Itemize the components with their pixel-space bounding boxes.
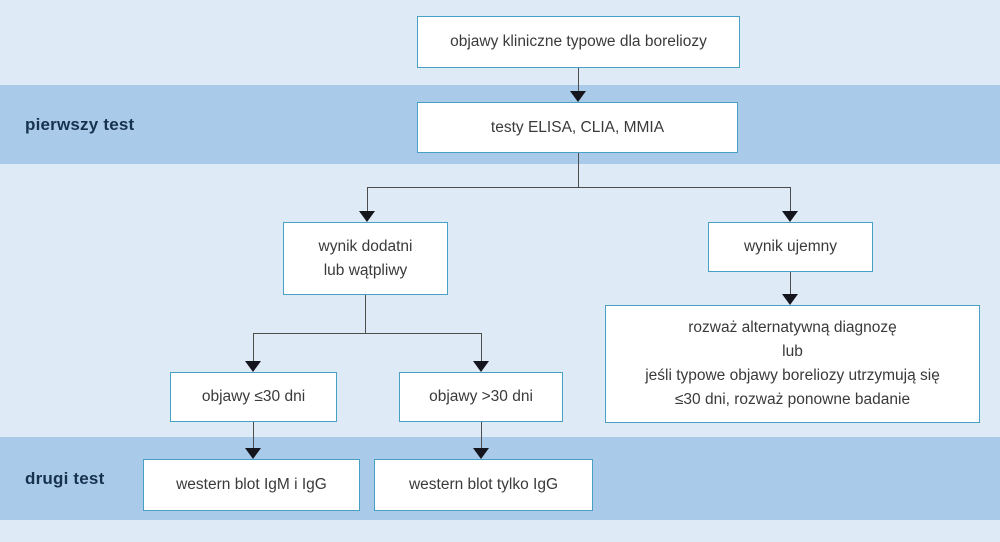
connector-to-gt30 (481, 333, 482, 362)
connector-clinical-to-elisa (578, 68, 579, 93)
node-clinical-symptoms: objawy kliniczne typowe dla boreliozy (417, 16, 740, 68)
node-result-negative: wynik ujemny (708, 222, 873, 272)
connector-positive-branch (253, 333, 482, 334)
connector-negative-stem (790, 272, 791, 295)
connector-to-positive (367, 187, 368, 212)
connector-to-negative (790, 187, 791, 212)
node-first-test-elisa: testy ELISA, CLIA, MMIA (417, 102, 738, 153)
connector-le30-stem (253, 422, 254, 449)
connector-to-le30 (253, 333, 254, 362)
node-western-blot-only-igg: western blot tylko IgG (374, 459, 593, 511)
band-label-first-test: pierwszy test (25, 114, 135, 134)
arrowhead-into-wb-igm-igg (245, 448, 261, 459)
node-western-blot-igm-igg: western blot IgM i IgG (143, 459, 360, 511)
connector-positive-stem (365, 295, 366, 333)
arrowhead-into-elisa (570, 91, 586, 102)
node-symptoms-le-30-days: objawy ≤30 dni (170, 372, 337, 422)
connector-elisa-branch (367, 187, 791, 188)
arrowhead-into-gt30 (473, 361, 489, 372)
arrowhead-into-wb-igg (473, 448, 489, 459)
band-label-second-test: drugi test (25, 468, 105, 488)
arrowhead-into-alternative (782, 294, 798, 305)
connector-gt30-stem (481, 422, 482, 449)
node-alternative-diagnosis: rozważ alternatywną diagnozę lub jeśli t… (605, 305, 980, 423)
node-result-positive: wynik dodatni lub wątpliwy (283, 222, 448, 295)
connector-elisa-stem (578, 153, 579, 187)
arrowhead-into-positive (359, 211, 375, 222)
node-symptoms-gt-30-days: objawy >30 dni (399, 372, 563, 422)
arrowhead-into-le30 (245, 361, 261, 372)
arrowhead-into-negative (782, 211, 798, 222)
